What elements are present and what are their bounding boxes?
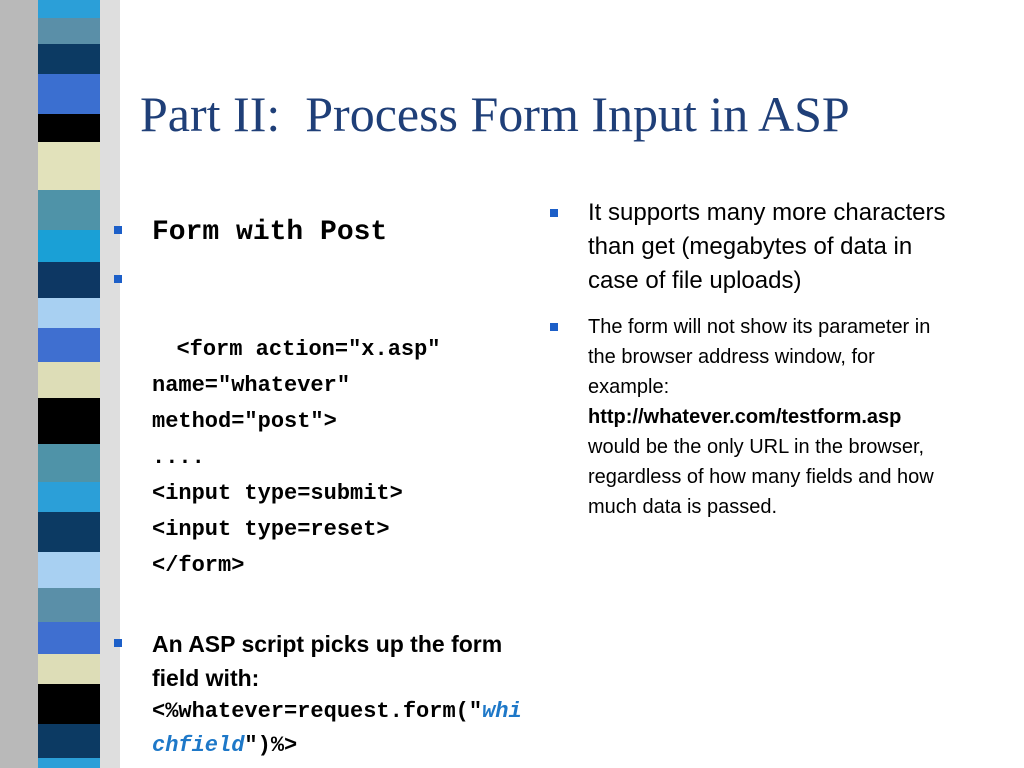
- stripe-block: [38, 684, 100, 724]
- bullet-text: An ASP script picks up the form field wi…: [152, 631, 503, 691]
- stripe-block: [38, 434, 100, 444]
- slide-title: Part II: Process Form Input in ASP: [140, 86, 850, 142]
- right-column: It supports many more characters than ge…: [548, 196, 958, 522]
- bullet-no-params-shown: The form will not show its parameter in …: [548, 312, 958, 522]
- square-bullet-icon: [550, 209, 558, 217]
- bullet-form-with-post: Form with Post: [112, 210, 522, 253]
- bullet-supports-many-chars: It supports many more characters than ge…: [548, 196, 958, 298]
- stripe-block: [38, 180, 100, 190]
- left-column: Form with Post <form action="x.asp" name…: [112, 210, 522, 763]
- stripe-block: [38, 362, 100, 398]
- square-bullet-icon: [114, 639, 122, 647]
- code-highlight: whichfield: [152, 699, 522, 758]
- stripe-block: [38, 654, 100, 684]
- code-suffix: ")%>: [244, 733, 298, 758]
- stripe-block: [38, 758, 100, 768]
- stripe-block: [38, 142, 100, 180]
- bullet-text: It supports many more characters than ge…: [588, 199, 946, 294]
- stripe-block: [38, 542, 100, 552]
- example-url: http://whatever.com/testform.asp: [588, 406, 902, 428]
- bullet-form-code: <form action="x.asp" name="whatever" met…: [112, 263, 522, 617]
- stripe-block: [38, 18, 100, 44]
- code-snippet: <%whatever=request.form("whichfield")%>: [152, 695, 522, 763]
- stripe-block: [38, 724, 100, 758]
- bullet-asp-script: An ASP script picks up the form field wi…: [112, 627, 522, 763]
- stripe-block: [38, 512, 100, 542]
- code-block: <form action="x.asp" name="whatever" met…: [152, 337, 441, 578]
- stripe-block: [38, 444, 100, 482]
- stripe-block: [38, 588, 100, 622]
- square-bullet-icon: [114, 226, 122, 234]
- stripe-block: [38, 190, 100, 230]
- stripe-block: [38, 230, 100, 262]
- stripe-block: [38, 74, 100, 114]
- square-bullet-icon: [550, 323, 558, 331]
- decorative-stripe: [0, 0, 120, 768]
- stripe-block: [38, 114, 100, 142]
- code-prefix: <%whatever=request.form(": [152, 699, 483, 724]
- stripe-block: [38, 44, 100, 74]
- stripe-block: [38, 0, 100, 18]
- bullet-text: The form will not show its parameter in …: [588, 316, 931, 398]
- stripe-block: [38, 298, 100, 328]
- stripe-block: [38, 552, 100, 588]
- stripe-block: [38, 262, 100, 298]
- stripe-block: [38, 622, 100, 654]
- stripe-block: [38, 482, 100, 512]
- square-bullet-icon: [114, 275, 122, 283]
- bullet-text: Form with Post: [152, 217, 388, 248]
- stripe-block: [38, 398, 100, 434]
- stripe-block: [38, 328, 100, 362]
- bullet-text-continued: would be the only URL in the browser, re…: [588, 436, 934, 518]
